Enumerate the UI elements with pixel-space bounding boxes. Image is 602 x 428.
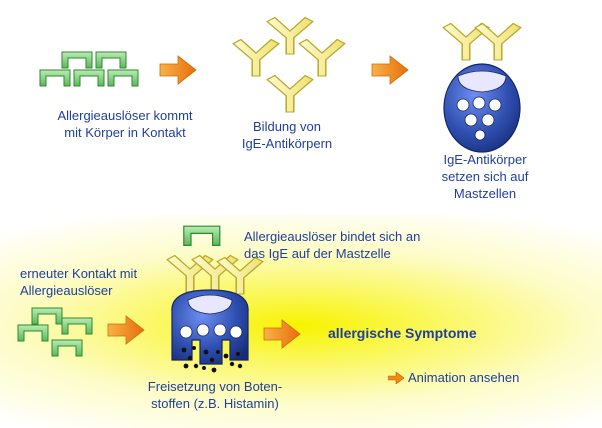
step-binding-label: Allergieauslöser bindet sich an das IgE a… <box>244 228 420 262</box>
label-line: IgE-Antikörper <box>443 152 527 167</box>
allergen-icon <box>17 307 93 357</box>
step-binding-line: Allergieauslöser bindet sich an das IgE a… <box>244 228 420 262</box>
step-release-label: Freisetzung von Boten-stoffen (z.B. Hist… <box>140 378 290 412</box>
animation-link-text[interactable]: Animation ansehen <box>408 370 520 385</box>
label-line: setzen sich auf <box>441 169 529 184</box>
label-line: das IgE auf der Mastzelle <box>244 246 391 261</box>
label-line: Bildung von <box>253 119 321 134</box>
step-contact-line: Allergieauslöser kommt mit Körper in Kont… <box>40 107 210 141</box>
symptoms-label: allergische Symptome <box>328 325 477 341</box>
label-line: Allergieauslöser <box>20 283 113 298</box>
label-line: mit Körper in Kontakt <box>64 125 186 140</box>
mast-cell-icon <box>166 225 264 373</box>
label-line: Allergieauslöser kommt <box>57 108 193 123</box>
label-line: Freisetzung von Boten- <box>147 379 283 394</box>
arrow-icon <box>263 319 301 349</box>
step-contact-label: Allergieauslöser kommt mit Körper in Kont… <box>40 107 210 141</box>
label-line: stoffen (z.B. Histamin) <box>151 396 279 411</box>
step-release-line: Freisetzung von Boten-stoffen (z.B. Hist… <box>140 378 290 412</box>
arrow-icon <box>388 371 404 384</box>
allergen-icon <box>39 51 139 87</box>
arrow-icon <box>371 55 409 85</box>
antibody-icon <box>232 17 346 113</box>
arrow-icon <box>107 315 145 345</box>
arrow-icon <box>159 55 197 85</box>
mast-cell-icon <box>442 23 522 153</box>
label-line: erneuter Kontakt mit <box>20 266 138 281</box>
label-line: Allergieauslöser bindet sich an <box>244 229 421 244</box>
animation-link[interactable]: Animation ansehen <box>388 370 519 385</box>
label-line: IgE-Antikörpern <box>241 136 333 151</box>
label-line: Mastzellen <box>453 186 517 201</box>
highlight-background <box>0 215 602 428</box>
